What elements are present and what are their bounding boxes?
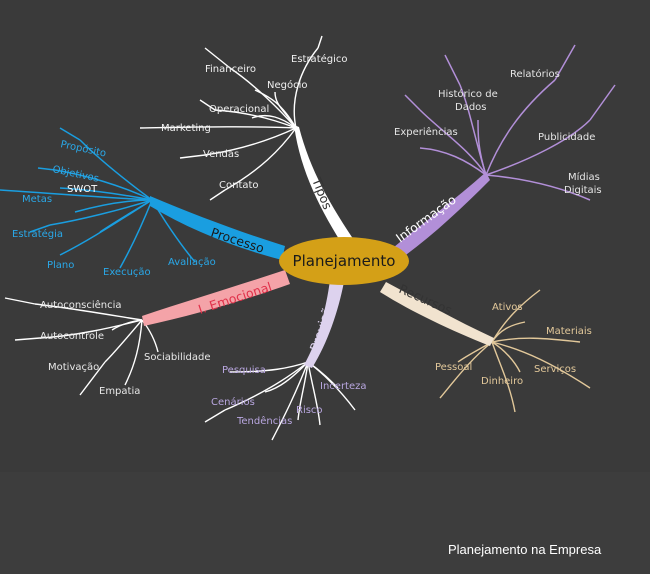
emocional-labels: Autoconsciência Autocontrole Sociabilida… [40, 299, 211, 397]
leaf-metas: Metas [22, 194, 52, 205]
leaf-pessoal: Pessoal [435, 362, 472, 373]
branch-recursos [439, 289, 591, 413]
branch-previsoes-ribbon [304, 280, 344, 368]
leaf-swot: SWOT [67, 184, 98, 195]
leaf-objetivos: Objetivos [51, 164, 99, 185]
leaf-sociabilidade: Sociabilidade [144, 352, 211, 363]
tipos-labels: Estratégico Financeiro Negócio Operacion… [161, 53, 348, 191]
leaf-incerteza: Incerteza [320, 381, 367, 392]
leaf-estrategia: Estratégia [12, 228, 63, 240]
previsoes-labels: Pesquisa Incerteza Cenários Risco Tendên… [211, 365, 367, 427]
leaf-motivacao: Motivação [48, 362, 99, 373]
branch-label-tipos: Tipos [309, 175, 336, 212]
leaf-vendas: Vendas [203, 149, 239, 160]
branch-informacao-ribbon [388, 172, 490, 262]
footer-caption: Planejamento na Empresa [448, 542, 602, 557]
leaf-financeiro: Financeiro [205, 64, 256, 75]
leaf-pesquisa: Pesquisa [222, 365, 266, 376]
leaf-negocio: Negócio [267, 79, 308, 91]
leaf-proposito: Propósito [59, 138, 107, 159]
leaf-dinheiro: Dinheiro [481, 376, 523, 387]
branch-tipos [139, 35, 323, 201]
leaf-cenarios: Cenários [211, 396, 255, 408]
leaf-estrategico: Estratégico [291, 53, 348, 65]
leaf-marketing: Marketing [161, 123, 211, 134]
leaf-ativos: Ativos [492, 302, 523, 313]
leaf-servicos: Serviços [534, 364, 576, 375]
center-label: Planejamento [293, 252, 396, 270]
leaf-digitais: Digitais [564, 185, 602, 196]
branch-processo-ribbon [150, 196, 285, 260]
branch-emocional [4, 297, 159, 396]
recursos-labels: Ativos Materiais Serviços Dinheiro Pesso… [435, 302, 592, 387]
informacao-labels: Relatórios Histórico de Dados Experiênci… [394, 68, 602, 196]
leaf-tendencias: Tendências [236, 415, 292, 427]
leaf-dados: Dados [455, 102, 487, 113]
branch-previsoes [204, 361, 356, 441]
leaf-midias: Mídias [568, 171, 600, 183]
leaf-publicidade: Publicidade [538, 132, 595, 143]
leaf-materiais: Materiais [546, 326, 592, 337]
leaf-experiencias: Experiências [394, 126, 458, 138]
leaf-empatia: Empatia [99, 386, 140, 397]
leaf-operacional: Operacional [209, 104, 269, 115]
center-node [279, 237, 409, 285]
branch-emocional-ribbon [142, 270, 290, 326]
branch-label-emocional: I. Emocional [196, 279, 273, 317]
leaf-avaliacao: Avaliação [168, 257, 216, 268]
branch-label-processo: Processo [209, 225, 266, 256]
branch-informacao [404, 44, 616, 201]
leaf-autocontrole: Autocontrole [40, 331, 104, 342]
leaf-plano: Plano [47, 260, 74, 271]
leaf-autoconsciencia: Autoconsciência [40, 299, 122, 311]
branch-recursos-ribbon [380, 282, 494, 346]
branch-label-previsoes: Previsões [307, 292, 340, 353]
leaf-historico: Histórico de [438, 88, 498, 100]
leaf-execucao: Execução [103, 267, 151, 278]
branch-processo [0, 127, 196, 269]
processo-labels: Propósito Objetivos SWOT Metas Estratégi… [12, 138, 216, 278]
leaf-relatorios: Relatórios [510, 68, 560, 80]
leaf-contato: Contato [219, 180, 259, 191]
bottom-panel [0, 472, 650, 574]
leaf-risco: Risco [296, 405, 323, 416]
